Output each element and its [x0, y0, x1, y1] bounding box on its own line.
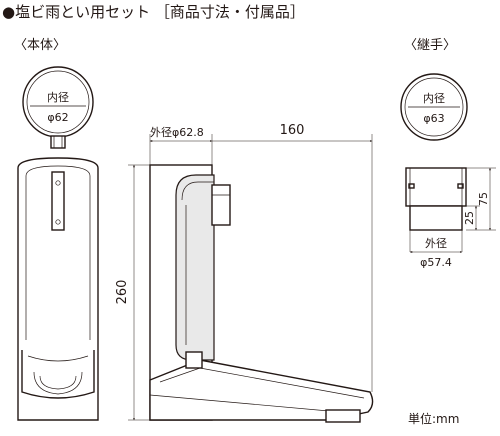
- outer-dia-label-joint: 外径: [425, 237, 447, 250]
- height-label: 260: [115, 280, 130, 305]
- joint-side-view: [405, 167, 467, 231]
- inner-dia-value-main: φ62: [47, 111, 68, 124]
- inner-dia-value-joint: φ63: [423, 112, 444, 125]
- outer-dia-value-joint: φ57.4: [420, 256, 452, 269]
- page-title: ●塩ビ雨とい用セット ［商品寸法・付属品］: [2, 3, 305, 21]
- inner-dia-label-main: 内径: [47, 90, 69, 104]
- depth-label: 160: [280, 123, 305, 138]
- inner-dia-label-joint: 内径: [423, 91, 445, 105]
- joint-label: 〈継手〉: [404, 38, 456, 53]
- joint-top-circle: 内径 φ63: [400, 73, 468, 141]
- outer-dia-top-label: 外径φ62.8: [150, 126, 204, 139]
- main-body-label: 〈本体〉: [14, 38, 66, 53]
- main-body-front-view: [17, 157, 99, 421]
- main-body-top-circle: 内径 φ62: [22, 66, 94, 149]
- unit-label: 単位:mm: [408, 411, 459, 426]
- main-body-side-view: [149, 164, 374, 423]
- joint-height-label: 75: [477, 192, 490, 206]
- joint-insert-label: 25: [463, 211, 476, 225]
